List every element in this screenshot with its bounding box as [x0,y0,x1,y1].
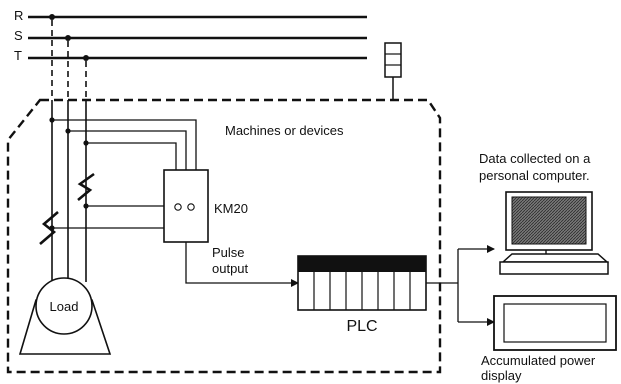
display-caption-1: Accumulated power [481,353,596,368]
junction-dot-s [65,35,71,41]
pulse-output-label-2: output [212,261,249,276]
plc-label: PLC [346,318,377,335]
plc-module-tops [298,256,426,272]
junction-dot-t [83,55,89,61]
voltage-tap-wire-t [86,142,177,170]
plc-module-dividers [313,272,411,310]
signal-tower-icon [384,42,402,78]
load-label: Load [50,299,79,314]
personal-computer-icon [499,191,609,275]
accumulated-power-display-icon [493,295,617,351]
phase-label-s: S [14,28,23,43]
km20-indicator-right [187,203,195,211]
phase-label-t: T [14,48,22,63]
machine-enclosure-boundary [6,98,442,374]
km20-indicator-left [174,203,182,211]
km20-meter [163,169,209,243]
load-motor-icon [35,277,93,335]
pulse-output-wire [185,242,299,287]
pulse-output-label-1: Pulse [212,245,245,260]
phase-label-r: R [14,8,23,23]
computer-caption-2: personal computer. [479,168,590,183]
voltage-tap-wire-r [52,119,197,170]
voltage-tap-wire-s [68,130,187,170]
junction-dot-r [49,14,55,20]
current-transformer-icon-lower [39,211,59,245]
km20-label: KM20 [214,201,248,216]
current-transformer-icon-upper [77,172,95,201]
display-caption-2: display [481,368,522,383]
machines-label: Machines or devices [225,123,344,138]
computer-caption-1: Data collected on a [479,151,591,166]
